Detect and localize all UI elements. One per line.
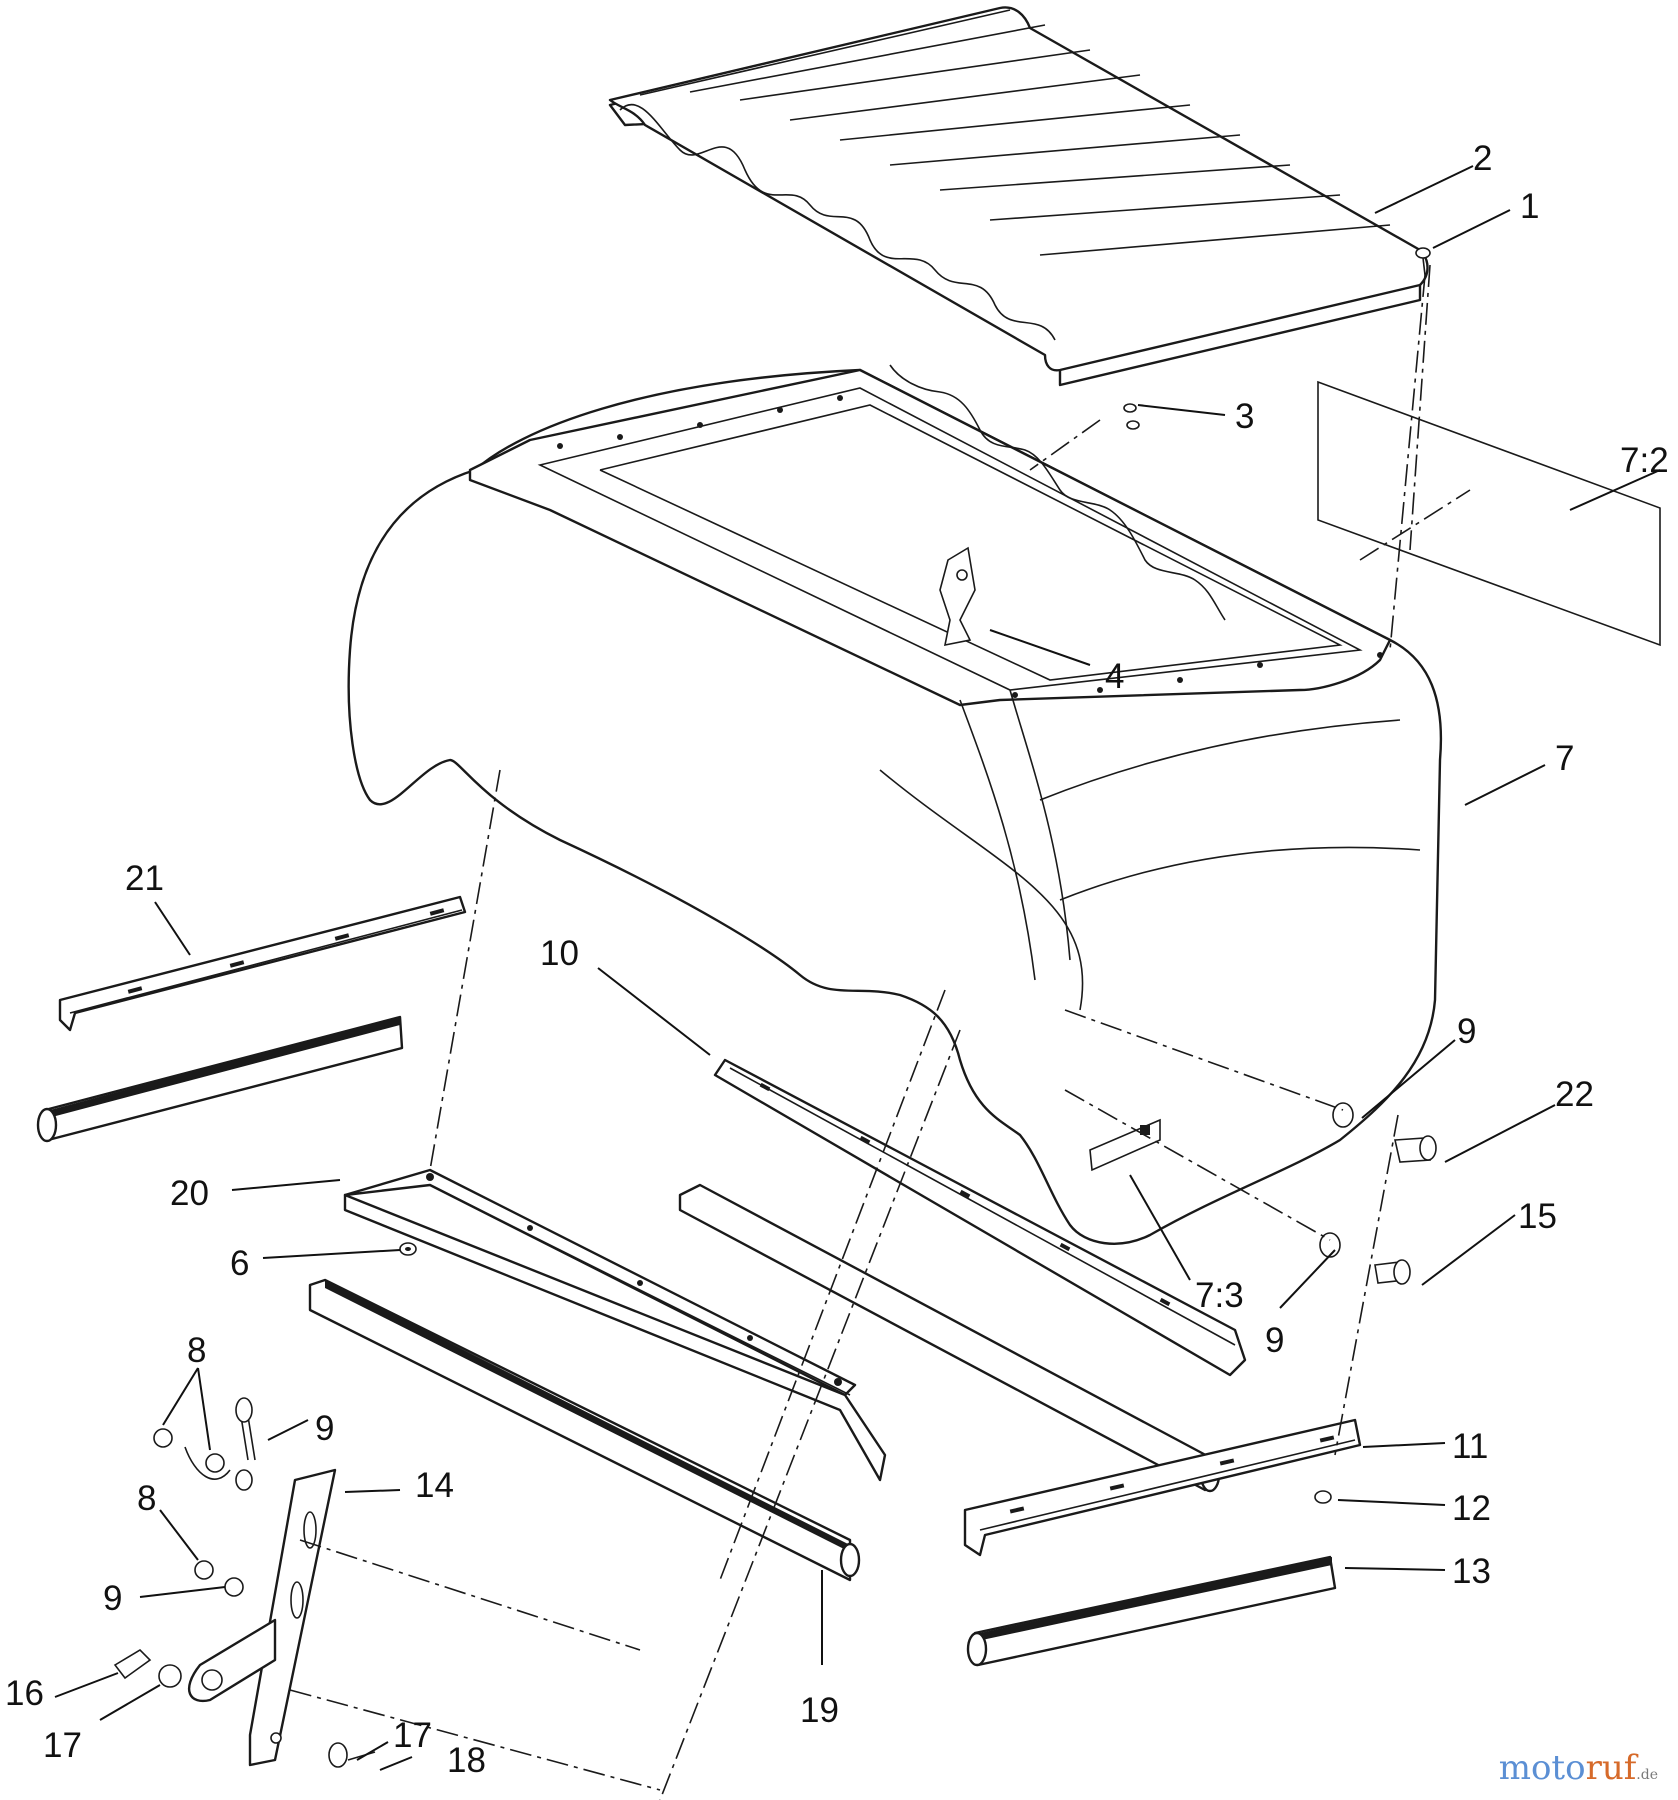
watermark-part1: moto <box>1498 1748 1586 1788</box>
callout-18: 18 <box>447 1741 486 1780</box>
callout-9-b: 9 <box>1265 1321 1284 1360</box>
callout-6: 6 <box>230 1244 249 1283</box>
callout-17-b: 17 <box>43 1726 82 1765</box>
callout-2: 2 <box>1473 139 1492 178</box>
callout-3: 3 <box>1235 397 1254 436</box>
hardware-right <box>1319 1102 1437 1285</box>
rod-19 <box>308 1278 861 1582</box>
callout-19: 19 <box>800 1691 839 1730</box>
callout-21: 21 <box>125 859 164 898</box>
rod-13 <box>966 1555 1337 1667</box>
callout-10: 10 <box>540 934 579 973</box>
callouts: 2 1 3 7:2 4 7 21 10 9 22 20 15 6 7:3 9 8… <box>5 139 1669 1780</box>
callout-7-2: 7:2 <box>1620 441 1669 480</box>
angle-bar-11 <box>963 1418 1362 1557</box>
callout-14: 14 <box>415 1466 454 1505</box>
callout-8-a: 8 <box>187 1331 206 1370</box>
callout-17-a: 17 <box>393 1716 432 1755</box>
angle-bar-10 <box>713 1058 1247 1377</box>
grommet <box>399 1242 417 1256</box>
callout-9-d: 9 <box>103 1579 122 1618</box>
callout-1: 1 <box>1520 187 1539 226</box>
callout-9-c: 9 <box>315 1409 334 1448</box>
callout-13: 13 <box>1452 1552 1491 1591</box>
watermark-part2: ruf <box>1585 1748 1637 1788</box>
callout-15: 15 <box>1518 1197 1557 1236</box>
assembly-lines <box>289 264 1471 1800</box>
hopper-body <box>347 364 1443 1245</box>
angle-bar-20 <box>343 1168 887 1482</box>
decal-panel <box>1317 380 1661 647</box>
latch <box>939 546 976 647</box>
screw <box>1415 247 1431 276</box>
angle-bar-21 <box>58 895 467 1032</box>
bracket-plate <box>188 1468 337 1767</box>
watermark-part3: .de <box>1636 1767 1658 1783</box>
leader-lines <box>54 165 1661 1771</box>
callout-8-b: 8 <box>137 1479 156 1518</box>
callout-4: 4 <box>1105 657 1124 696</box>
callout-22: 22 <box>1555 1075 1594 1114</box>
callout-20: 20 <box>170 1174 209 1213</box>
rod-with-strip-left <box>36 1015 404 1143</box>
callout-7-3: 7:3 <box>1195 1276 1244 1315</box>
callout-7: 7 <box>1555 739 1574 778</box>
watermark-logo: motoruf.de <box>1499 1748 1658 1788</box>
fasteners <box>1123 403 1140 430</box>
callout-11: 11 <box>1452 1427 1488 1466</box>
callout-12: 12 <box>1452 1489 1491 1528</box>
grommet-12 <box>1314 1490 1332 1504</box>
callout-9-a: 9 <box>1457 1012 1476 1051</box>
corrugated-strip <box>608 6 1429 387</box>
callout-16: 16 <box>5 1674 44 1713</box>
hardware-left <box>113 1397 376 1768</box>
